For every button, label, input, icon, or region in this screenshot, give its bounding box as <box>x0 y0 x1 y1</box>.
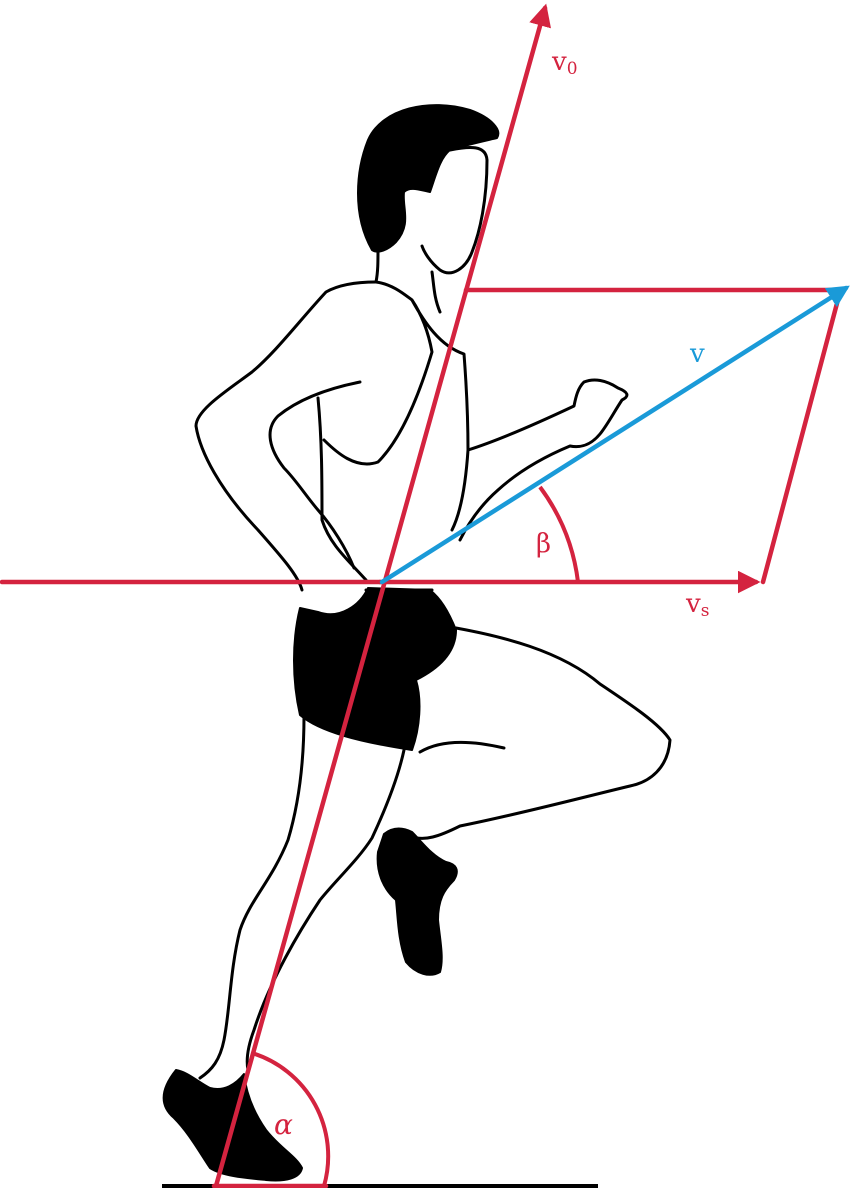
runner-shorts <box>293 587 457 751</box>
beta-label: β <box>536 529 551 559</box>
runner-torso <box>194 280 378 592</box>
runner-support-leg <box>198 714 406 1080</box>
runner-left-arm <box>268 380 362 570</box>
v0-vector <box>213 3 551 1188</box>
vs-label: vs <box>685 589 709 621</box>
runner-neck <box>374 246 442 314</box>
runner-hair <box>357 104 500 253</box>
runner-figure <box>162 104 672 1182</box>
alpha-label: α <box>274 1108 293 1141</box>
vector-construction <box>0 3 850 1188</box>
v0-label: v0 <box>551 47 578 79</box>
runner-face <box>420 145 489 275</box>
runner-raised-shoe <box>376 827 458 976</box>
alpha-angle-arc <box>251 1051 331 1187</box>
v-label: v <box>689 339 705 369</box>
runner-tank-top <box>316 280 470 582</box>
v-vector <box>379 285 850 585</box>
parallelogram-right <box>760 289 843 585</box>
runner-raised-leg <box>408 626 672 840</box>
beta-angle-arc <box>538 485 580 583</box>
runner-right-arm <box>458 378 629 542</box>
